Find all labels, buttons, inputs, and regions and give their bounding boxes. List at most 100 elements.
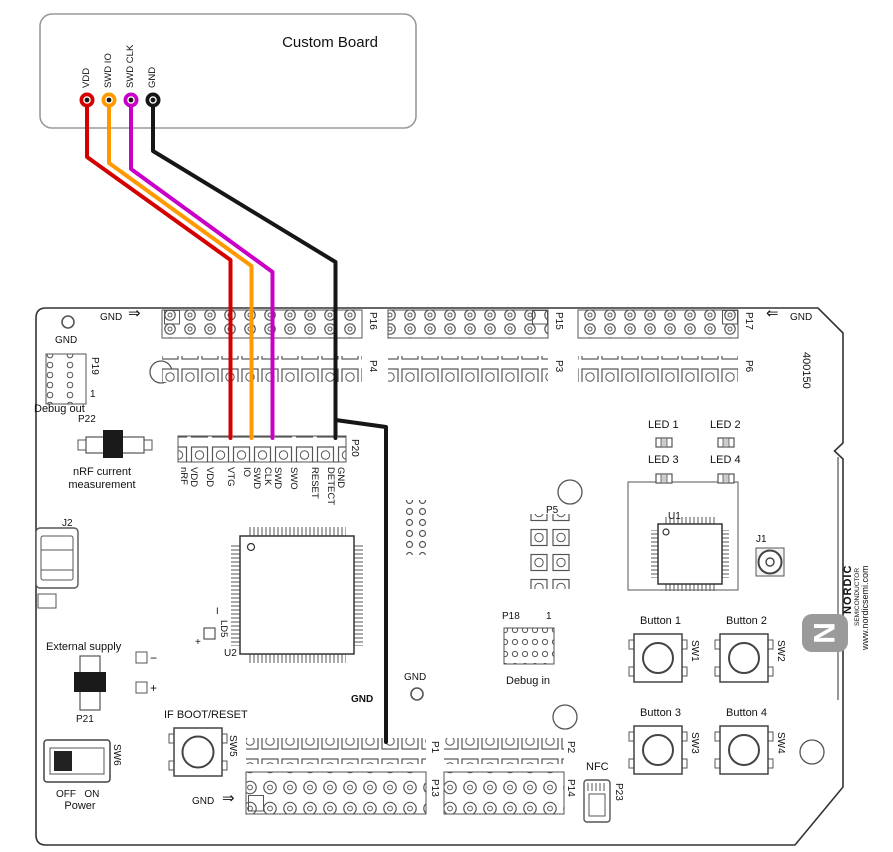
mounting-hole — [799, 739, 825, 765]
wire-swdclk — [129, 101, 275, 440]
p22-jumper — [77, 430, 153, 458]
nordic-logo: N — [802, 614, 848, 652]
power-label: Power — [64, 800, 96, 812]
header-p16 — [161, 309, 363, 339]
gnd-testpoint-mid — [410, 687, 424, 701]
u2-chip — [231, 527, 363, 663]
p18-pin1-label: 1 — [546, 611, 552, 622]
p20-pin-label-reset: RESET — [309, 467, 320, 499]
ld5-led — [203, 627, 216, 640]
custom-board-title: Custom Board — [282, 34, 378, 51]
led4-label: LED 4 — [710, 454, 741, 466]
gnd-arrow-label-bottom: GND — [192, 796, 215, 807]
sw2-button-component — [714, 633, 774, 683]
header-label-p1: P1 — [429, 741, 440, 754]
debug-out-label: Debug out — [34, 403, 85, 415]
led2-label: LED 2 — [710, 419, 741, 431]
header-p20 — [177, 435, 347, 463]
header-label-p6: P6 — [743, 360, 754, 373]
header-label-p22: P22 — [78, 414, 96, 425]
gnd-testpoint-label-mid: GND — [404, 672, 427, 683]
part-number: 400150 — [800, 352, 812, 389]
ref-label-u2: U2 — [224, 648, 237, 659]
if-boot-reset-label: IF BOOT/RESET — [164, 709, 248, 721]
nordic-logo-letter: N — [807, 622, 840, 644]
button1-label: Button 1 — [640, 615, 681, 627]
header-p1 — [246, 738, 426, 764]
mounting-hole — [557, 479, 583, 505]
p20-pin-label-vtg: VTG — [225, 467, 236, 487]
supply-minus-label: − — [150, 651, 158, 665]
pin-label-swdclk: SWD CLK — [125, 44, 136, 88]
sw5-button-component — [168, 727, 228, 777]
header-p3 — [388, 356, 548, 382]
off-on-label: OFF ON — [56, 789, 100, 800]
sw6-power-switch — [43, 739, 111, 783]
external-supply-label: External supply — [46, 641, 122, 653]
ref-label-sw5: SW5 — [227, 735, 238, 757]
p20-pin-label-swdclk: SWD CLK — [262, 467, 283, 490]
header-p5 — [528, 514, 572, 589]
ld5-plus-label: + — [195, 637, 201, 648]
header-p18 — [503, 627, 555, 665]
header-label-p20: P20 — [349, 439, 360, 457]
button4-label: Button 4 — [726, 707, 767, 719]
ref-label-ld5: LD5 — [218, 620, 229, 638]
header-label-p14: P14 — [565, 779, 576, 797]
header-label-p19: P19 — [89, 357, 100, 375]
debug-in-label: Debug in — [506, 675, 551, 687]
header-p4 — [162, 356, 362, 382]
j1-rf-connector — [755, 547, 785, 577]
p20-pin-label-vdd: VDD — [204, 467, 215, 488]
header-label-p3: P3 — [553, 360, 564, 373]
custom-board-pin-swdclk — [123, 92, 139, 108]
header-label-p17: P17 — [743, 312, 754, 330]
header-p17 — [577, 309, 739, 339]
led4-component — [717, 473, 735, 484]
pin1-marker — [722, 310, 738, 325]
nfc-connector — [583, 779, 611, 823]
sw4-button-component — [714, 725, 774, 775]
ref-label-sw6: SW6 — [111, 744, 122, 766]
header-label-p15: P15 — [553, 312, 564, 330]
header-p2 — [444, 738, 564, 764]
gnd-arrow-right-icon-bottom: ⇒ — [222, 790, 235, 807]
custom-board-pin-gnd — [145, 92, 161, 108]
button2-label: Button 2 — [726, 615, 767, 627]
mounting-hole — [552, 704, 578, 730]
p20-pin-label-gnd-detect: GND DETECT — [325, 467, 346, 505]
sw3-button-component — [628, 725, 688, 775]
p20-pin-label-swdio: SWD IO — [241, 467, 262, 490]
header-label-p18: P18 — [502, 611, 520, 622]
pin1-marker — [164, 310, 180, 325]
header-p13 — [245, 771, 427, 815]
header-p15 — [387, 309, 549, 339]
header-label-p23: P23 — [613, 783, 624, 801]
header-p19 — [45, 353, 87, 405]
ref-label-sw1: SW1 — [689, 640, 700, 662]
led1-component — [655, 437, 673, 448]
pin-label-swdio: SWD IO — [103, 53, 114, 88]
header-label-p2: P2 — [565, 741, 576, 754]
gnd-arrow-right-icon: ⇒ — [128, 305, 141, 322]
ref-label-sw3: SW3 — [689, 732, 700, 754]
via-array — [404, 500, 430, 555]
wire-swdio — [107, 101, 254, 440]
led1-label: LED 1 — [648, 419, 679, 431]
ref-label-sw2: SW2 — [775, 640, 786, 662]
custom-board-pin-swdio — [101, 92, 117, 108]
p21-jumper — [74, 651, 148, 711]
nrf-current-measurement-label: nRF current measurement — [68, 466, 136, 491]
sw1-button-component — [628, 633, 688, 683]
ref-label-j2: J2 — [62, 518, 73, 529]
brand-url: www.nordicsemi.com — [860, 565, 870, 650]
pin1-marker — [532, 310, 548, 325]
ref-label-u1: U1 — [668, 511, 681, 522]
header-label-p21: P21 — [76, 714, 94, 725]
led2-component — [717, 437, 735, 448]
led3-component — [655, 473, 673, 484]
button3-label: Button 3 — [640, 707, 681, 719]
gnd-testpoint-top — [61, 315, 75, 329]
